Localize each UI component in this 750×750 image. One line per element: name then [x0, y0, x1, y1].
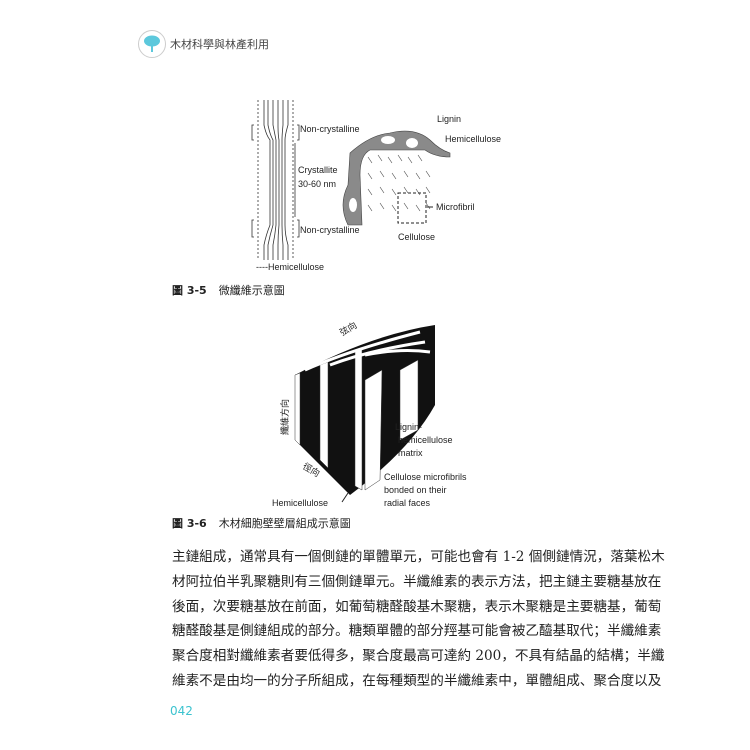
- label-hemicellulose: Hemicellulose: [445, 134, 501, 144]
- label-microfibrils-1: Cellulose microfibrils: [384, 472, 467, 482]
- caption-number: 圖 3-6: [172, 517, 207, 530]
- body-paragraph: 主鏈組成，通常具有一個側鏈的單體單元，可能也會有 1-2 個側鏈情況，落葉松木 …: [172, 545, 665, 694]
- cellulose-chains: [251, 100, 300, 260]
- label-hemicellulose-legend: ----Hemicellulose: [256, 262, 324, 272]
- text-line: 維素不是由均一的分子所組成，在每種類型的半纖維素中，單體組成、聚合度以及: [172, 672, 662, 689]
- label-microfibril: Microfibril: [436, 202, 475, 212]
- book-title: 木材科學與林產利用: [170, 38, 269, 51]
- publisher-logo: [138, 30, 166, 58]
- label-hemicellulose-3-6: Hemicellulose: [272, 498, 328, 508]
- label-matrix-1: Lignin-: [395, 422, 422, 432]
- microfibril-hatching: [367, 154, 431, 212]
- label-cellulose: Cellulose: [398, 232, 435, 242]
- text-line: 聚合度相對纖維素者要低得多，聚合度最高可達約 200，不具有結晶的結構；半纖: [172, 648, 665, 665]
- label-tangential: 弦向: [338, 319, 359, 338]
- label-non-crystalline-bottom: Non-crystalline: [300, 225, 360, 235]
- text-line: 材阿拉伯半乳聚糖則有三個側鏈單元。半纖維素的表示方法，把主鏈主要糖基放在: [172, 573, 662, 590]
- tree-icon: [144, 35, 160, 52]
- text-line: 主鏈組成，通常具有一個側鏈的單體單元，可能也會有 1-2 個側鏈情況，落葉松木: [172, 549, 665, 565]
- label-lignin: Lignin: [437, 114, 461, 124]
- page-number: 042: [170, 704, 193, 718]
- figure-3-5-caption: 圖 3-5 微纖維示意圖: [172, 282, 285, 298]
- label-microfibrils-3: radial faces: [384, 498, 431, 508]
- figure-3-6-caption: 圖 3-6 木材細胞壁壁層組成示意圖: [172, 515, 351, 531]
- label-matrix-3: matrix: [398, 448, 423, 458]
- caption-text: 微纖維示意圖: [218, 284, 285, 297]
- cell-wall-layer-diagram: 弦向 纖維方向 徑向 Lignin- hemicellulose matrix …: [272, 319, 467, 508]
- microfibril-diagram: Non-crystalline Crystallite 30-60 nm Non…: [251, 100, 501, 272]
- label-non-crystalline-top: Non-crystalline: [300, 124, 360, 134]
- lignin-matrix: [342, 130, 451, 226]
- caption-text: 木材細胞壁壁層組成示意圖: [218, 517, 351, 530]
- text-line: 後面，次要糖基放在前面，如葡萄糖醛酸基木聚糖，表示木聚糖是主要糖基，葡萄: [172, 598, 662, 615]
- caption-number: 圖 3-5: [172, 284, 207, 297]
- label-microfibrils-2: bonded on their: [384, 485, 447, 495]
- label-crystallite: Crystallite: [298, 165, 338, 175]
- label-fiber-direction: 纖維方向: [279, 399, 290, 435]
- text-line: 糖醛酸基是側鏈組成的部分。糖類單體的部分羥基可能會被乙醯基取代；半纖維素: [172, 623, 662, 640]
- label-crystallite-size: 30-60 nm: [298, 179, 336, 189]
- label-matrix-2: hemicellulose: [398, 435, 453, 445]
